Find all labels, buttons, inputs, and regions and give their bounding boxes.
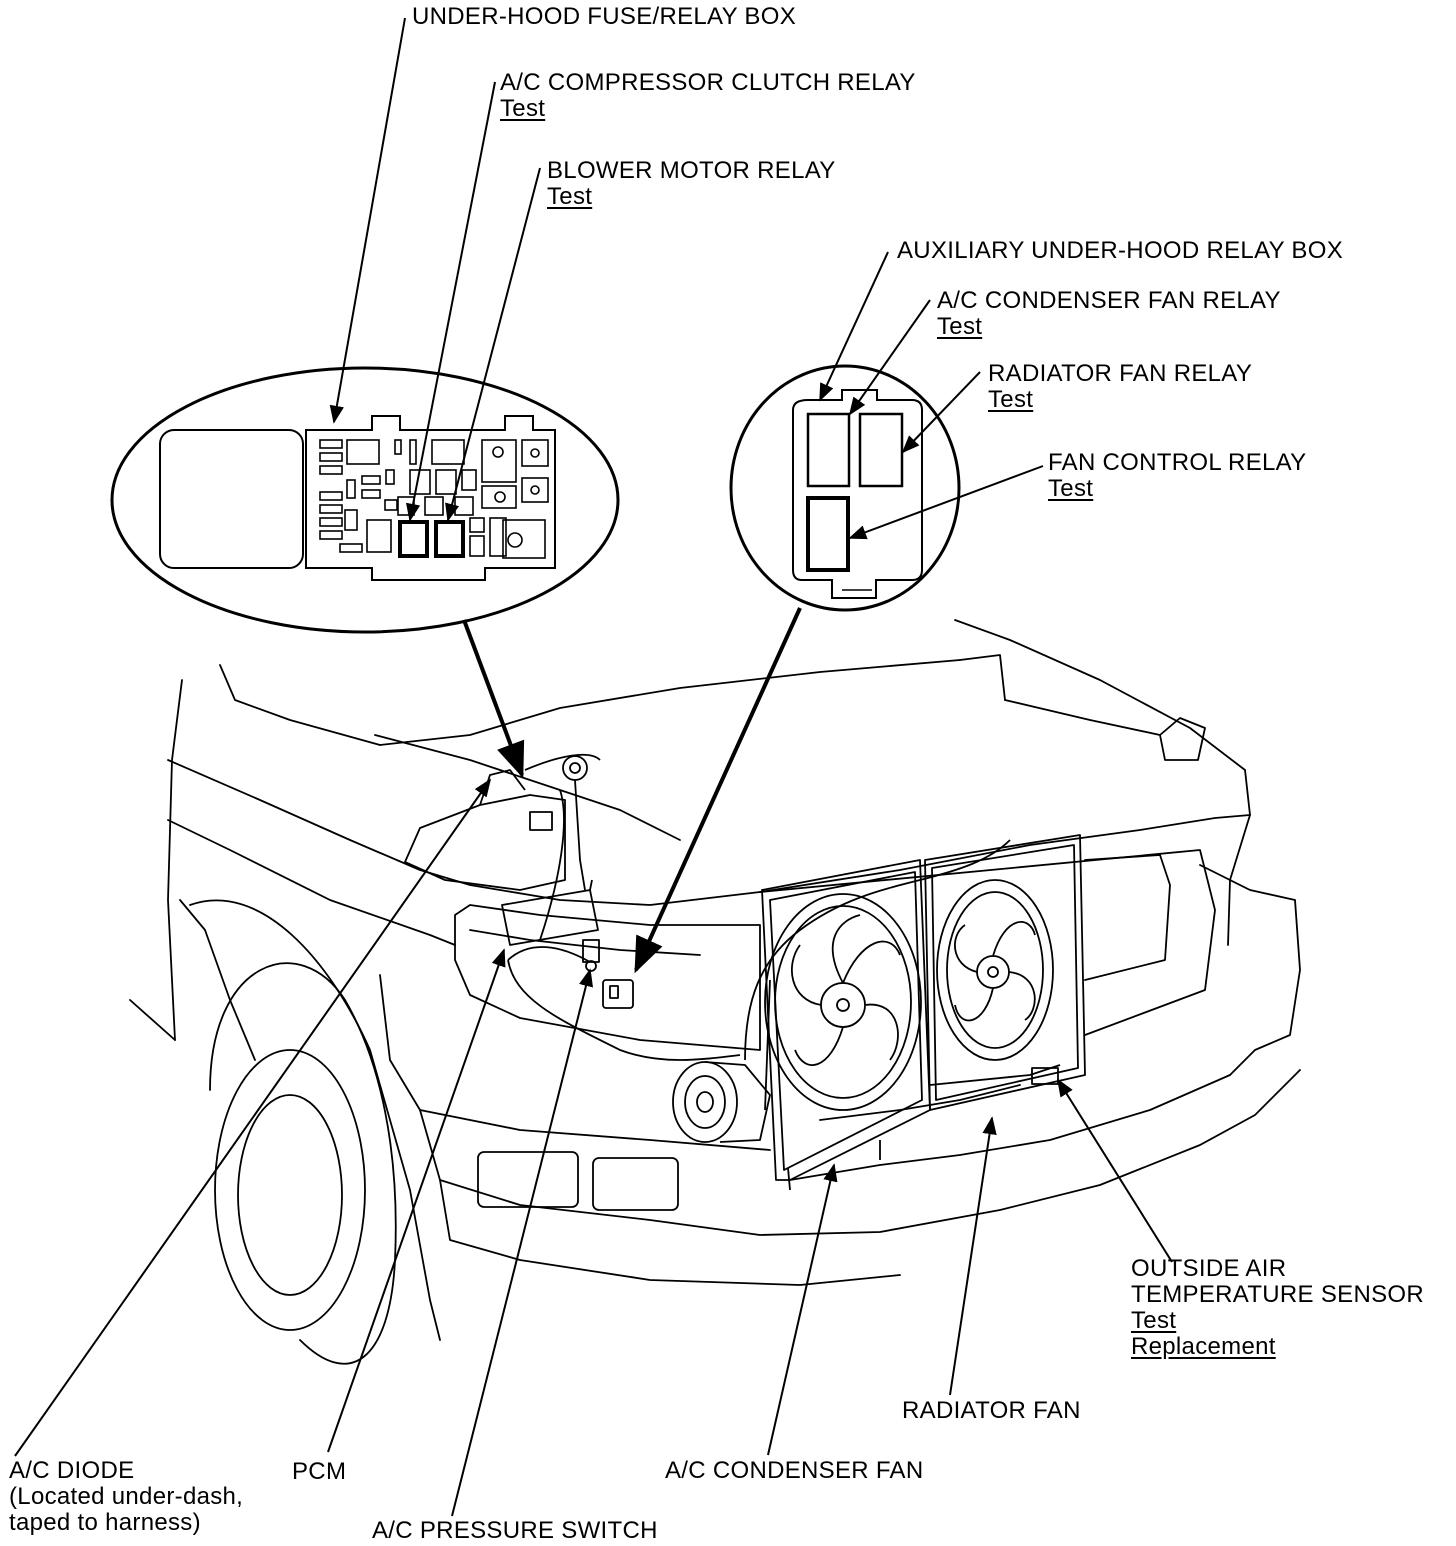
label-condenser-fan-relay-text: A/C CONDENSER FAN RELAY [937, 287, 1281, 314]
label-radiator-fan: RADIATOR FAN [902, 1398, 1081, 1424]
label-outside-air-sensor: OUTSIDE AIR TEMPERATURE SENSOR Test Repl… [1131, 1256, 1424, 1360]
leader-radiator-fan-relay [901, 371, 981, 454]
detail-arrows [462, 607, 802, 974]
label-radiator-fan-relay: RADIATOR FAN RELAY Test [988, 361, 1252, 413]
leader-pcm [327, 948, 506, 1453]
label-fuse-box: UNDER-HOOD FUSE/RELAY BOX [412, 4, 796, 30]
label-pressure-switch: A/C PRESSURE SWITCH [372, 1518, 658, 1544]
leader-fan-control-relay [848, 465, 1044, 540]
fuse-box-detail [110, 366, 620, 634]
label-condenser-fan: A/C CONDENSER FAN [665, 1458, 923, 1484]
label-condenser-fan-text: A/C CONDENSER FAN [665, 1457, 924, 1484]
label-diode-line3: taped to harness) [9, 1509, 201, 1536]
leader-radiator-fan [949, 1116, 997, 1396]
leader-outside-air-sensor [1057, 1078, 1173, 1263]
leader-pressure-switch [451, 968, 594, 1517]
label-outside-air-sensor-line2: TEMPERATURE SENSOR [1131, 1281, 1424, 1308]
label-condenser-fan-relay: A/C CONDENSER FAN RELAY Test [937, 288, 1281, 340]
blower-motor-relay-test-link[interactable]: Test [547, 183, 593, 210]
label-fan-control-relay-text: FAN CONTROL RELAY [1048, 449, 1307, 476]
label-pcm: PCM [292, 1459, 346, 1485]
leader-blower-motor-relay [445, 167, 541, 522]
leader-fuse-box [329, 17, 406, 424]
leader-aux-relay-box [819, 251, 889, 402]
condenser-fan-relay-test-link[interactable]: Test [937, 313, 983, 340]
fuse-box-location-arrow [462, 619, 525, 779]
label-aux-relay-box: AUXILIARY UNDER-HOOD RELAY BOX [897, 238, 1343, 264]
fan-control-relay-test-link[interactable]: Test [1048, 475, 1094, 502]
radiator-fan-relay-test-link[interactable]: Test [988, 386, 1034, 413]
aux-relay-box-detail [729, 364, 961, 612]
label-pressure-switch-text: A/C PRESSURE SWITCH [372, 1517, 658, 1544]
label-compressor-clutch-relay: A/C COMPRESSOR CLUTCH RELAY Test [500, 70, 916, 122]
outside-air-sensor-replacement-link[interactable]: Replacement [1131, 1333, 1276, 1360]
label-compressor-clutch-relay-text: A/C COMPRESSOR CLUTCH RELAY [500, 69, 916, 96]
leader-compressor-clutch-relay [406, 81, 496, 522]
label-radiator-fan-relay-text: RADIATOR FAN RELAY [988, 360, 1253, 387]
compressor-clutch-relay-test-link[interactable]: Test [500, 95, 546, 122]
label-outside-air-sensor-line1: OUTSIDE AIR [1131, 1255, 1287, 1282]
label-diode-line1: A/C DIODE [9, 1457, 135, 1484]
label-aux-relay-box-text: AUXILIARY UNDER-HOOD RELAY BOX [897, 237, 1344, 264]
label-blower-motor-relay-text: BLOWER MOTOR RELAY [547, 157, 836, 184]
label-fan-control-relay: FAN CONTROL RELAY Test [1048, 450, 1306, 502]
leader-condenser-fan-relay [848, 299, 931, 416]
label-blower-motor-relay: BLOWER MOTOR RELAY Test [547, 158, 836, 210]
label-diode: A/C DIODE (Located under-dash, taped to … [9, 1458, 243, 1536]
leader-condenser-fan [767, 1163, 838, 1456]
label-fuse-box-text: UNDER-HOOD FUSE/RELAY BOX [412, 3, 797, 30]
leader-diode [14, 778, 492, 1457]
vehicle-body [129, 619, 1301, 1365]
label-diode-line2: (Located under-dash, [9, 1483, 244, 1510]
outside-air-sensor-test-link[interactable]: Test [1131, 1307, 1177, 1334]
aux-relay-box-location-arrow [634, 607, 802, 974]
label-pcm-text: PCM [292, 1458, 347, 1485]
leader-lines [14, 17, 1173, 1517]
engine-components [404, 753, 1086, 1191]
label-radiator-fan-text: RADIATOR FAN [902, 1397, 1081, 1424]
